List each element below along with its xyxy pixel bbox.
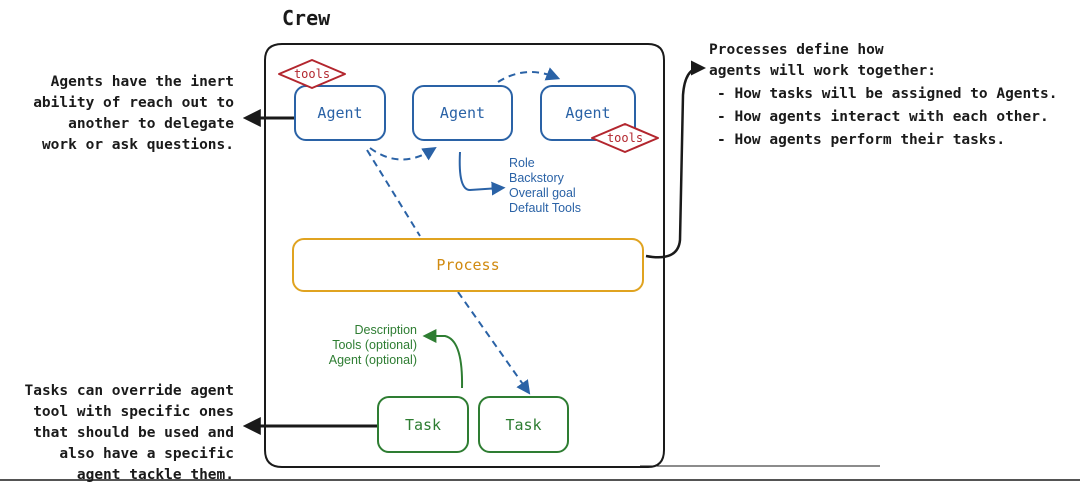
tasks-note-line: also have a specific — [59, 446, 234, 462]
tasks-note: Tasks can override agent tool with speci… — [24, 381, 234, 486]
processes-note-line: Processes define how — [709, 42, 884, 58]
agent-attribute: Default Tools — [509, 201, 582, 215]
agent-attribute: Overall goal — [509, 186, 576, 200]
process-label: Process — [436, 256, 500, 274]
processes-note-bullet: - How agents perform their tasks. — [717, 132, 1006, 148]
task-box-2: Task — [478, 396, 569, 453]
agents-note-line: work or ask questions. — [41, 137, 234, 153]
agent-box-1: Agent — [294, 85, 386, 141]
tasks-note-line: that should be used and — [33, 425, 234, 441]
processes-note: Processes define how agents will work to… — [709, 40, 1057, 151]
delegate-arrow-1-2 — [369, 147, 437, 161]
agent-attribute: Role — [509, 156, 535, 170]
tasks-note-line: agent tackle them. — [76, 467, 234, 483]
agent-attributes-arrow — [458, 151, 506, 196]
processes-note-line: agents will work together: — [709, 63, 936, 79]
tasks-note-line: tool with specific ones — [33, 404, 234, 420]
processes-note-bullet: - How agents interact with each other. — [717, 109, 1049, 125]
agent-label: Agent — [317, 104, 363, 122]
task-attribute: Tools (optional) — [332, 338, 417, 352]
processes-note-bullet: - How tasks will be assigned to Agents. — [717, 86, 1058, 102]
tools-tag-2: tools — [588, 121, 662, 155]
crew-container — [264, 43, 665, 468]
agents-note: Agents have the inert ability of reach o… — [33, 72, 234, 156]
tools-tag-1: tools — [275, 57, 349, 91]
agent-label: Agent — [439, 104, 486, 122]
tools-tag-label: tools — [293, 67, 331, 81]
agent-label: Agent — [565, 104, 611, 122]
process-note-arrow — [645, 60, 706, 259]
process-box: Process — [292, 238, 644, 292]
task-attributes: Description Tools (optional) Agent (opti… — [329, 323, 417, 368]
agents-note-line: Agents have the inert — [50, 74, 234, 90]
task-label: Task — [505, 415, 542, 434]
agent-attribute: Backstory — [509, 171, 564, 185]
task-box-1: Task — [377, 396, 469, 453]
agents-note-line: another to delegate — [68, 116, 234, 132]
agents-note-line: ability of reach out to — [33, 95, 234, 111]
task-attribute: Description — [354, 323, 417, 337]
task-label: Task — [404, 415, 442, 434]
tasks-note-line: Tasks can override agent — [24, 383, 234, 399]
agent-attributes: Role Backstory Overall goal Default Tool… — [509, 156, 581, 216]
task-attributes-arrow — [422, 329, 464, 389]
process-to-task-arrow — [457, 291, 531, 395]
tools-tag-label: tools — [606, 131, 644, 145]
crew-title: Crew — [282, 6, 331, 30]
agent-to-process-line — [366, 149, 421, 237]
delegate-arrow-2-3 — [497, 67, 561, 83]
agent-box-2: Agent — [412, 85, 513, 141]
task-attribute: Agent (optional) — [328, 353, 417, 367]
